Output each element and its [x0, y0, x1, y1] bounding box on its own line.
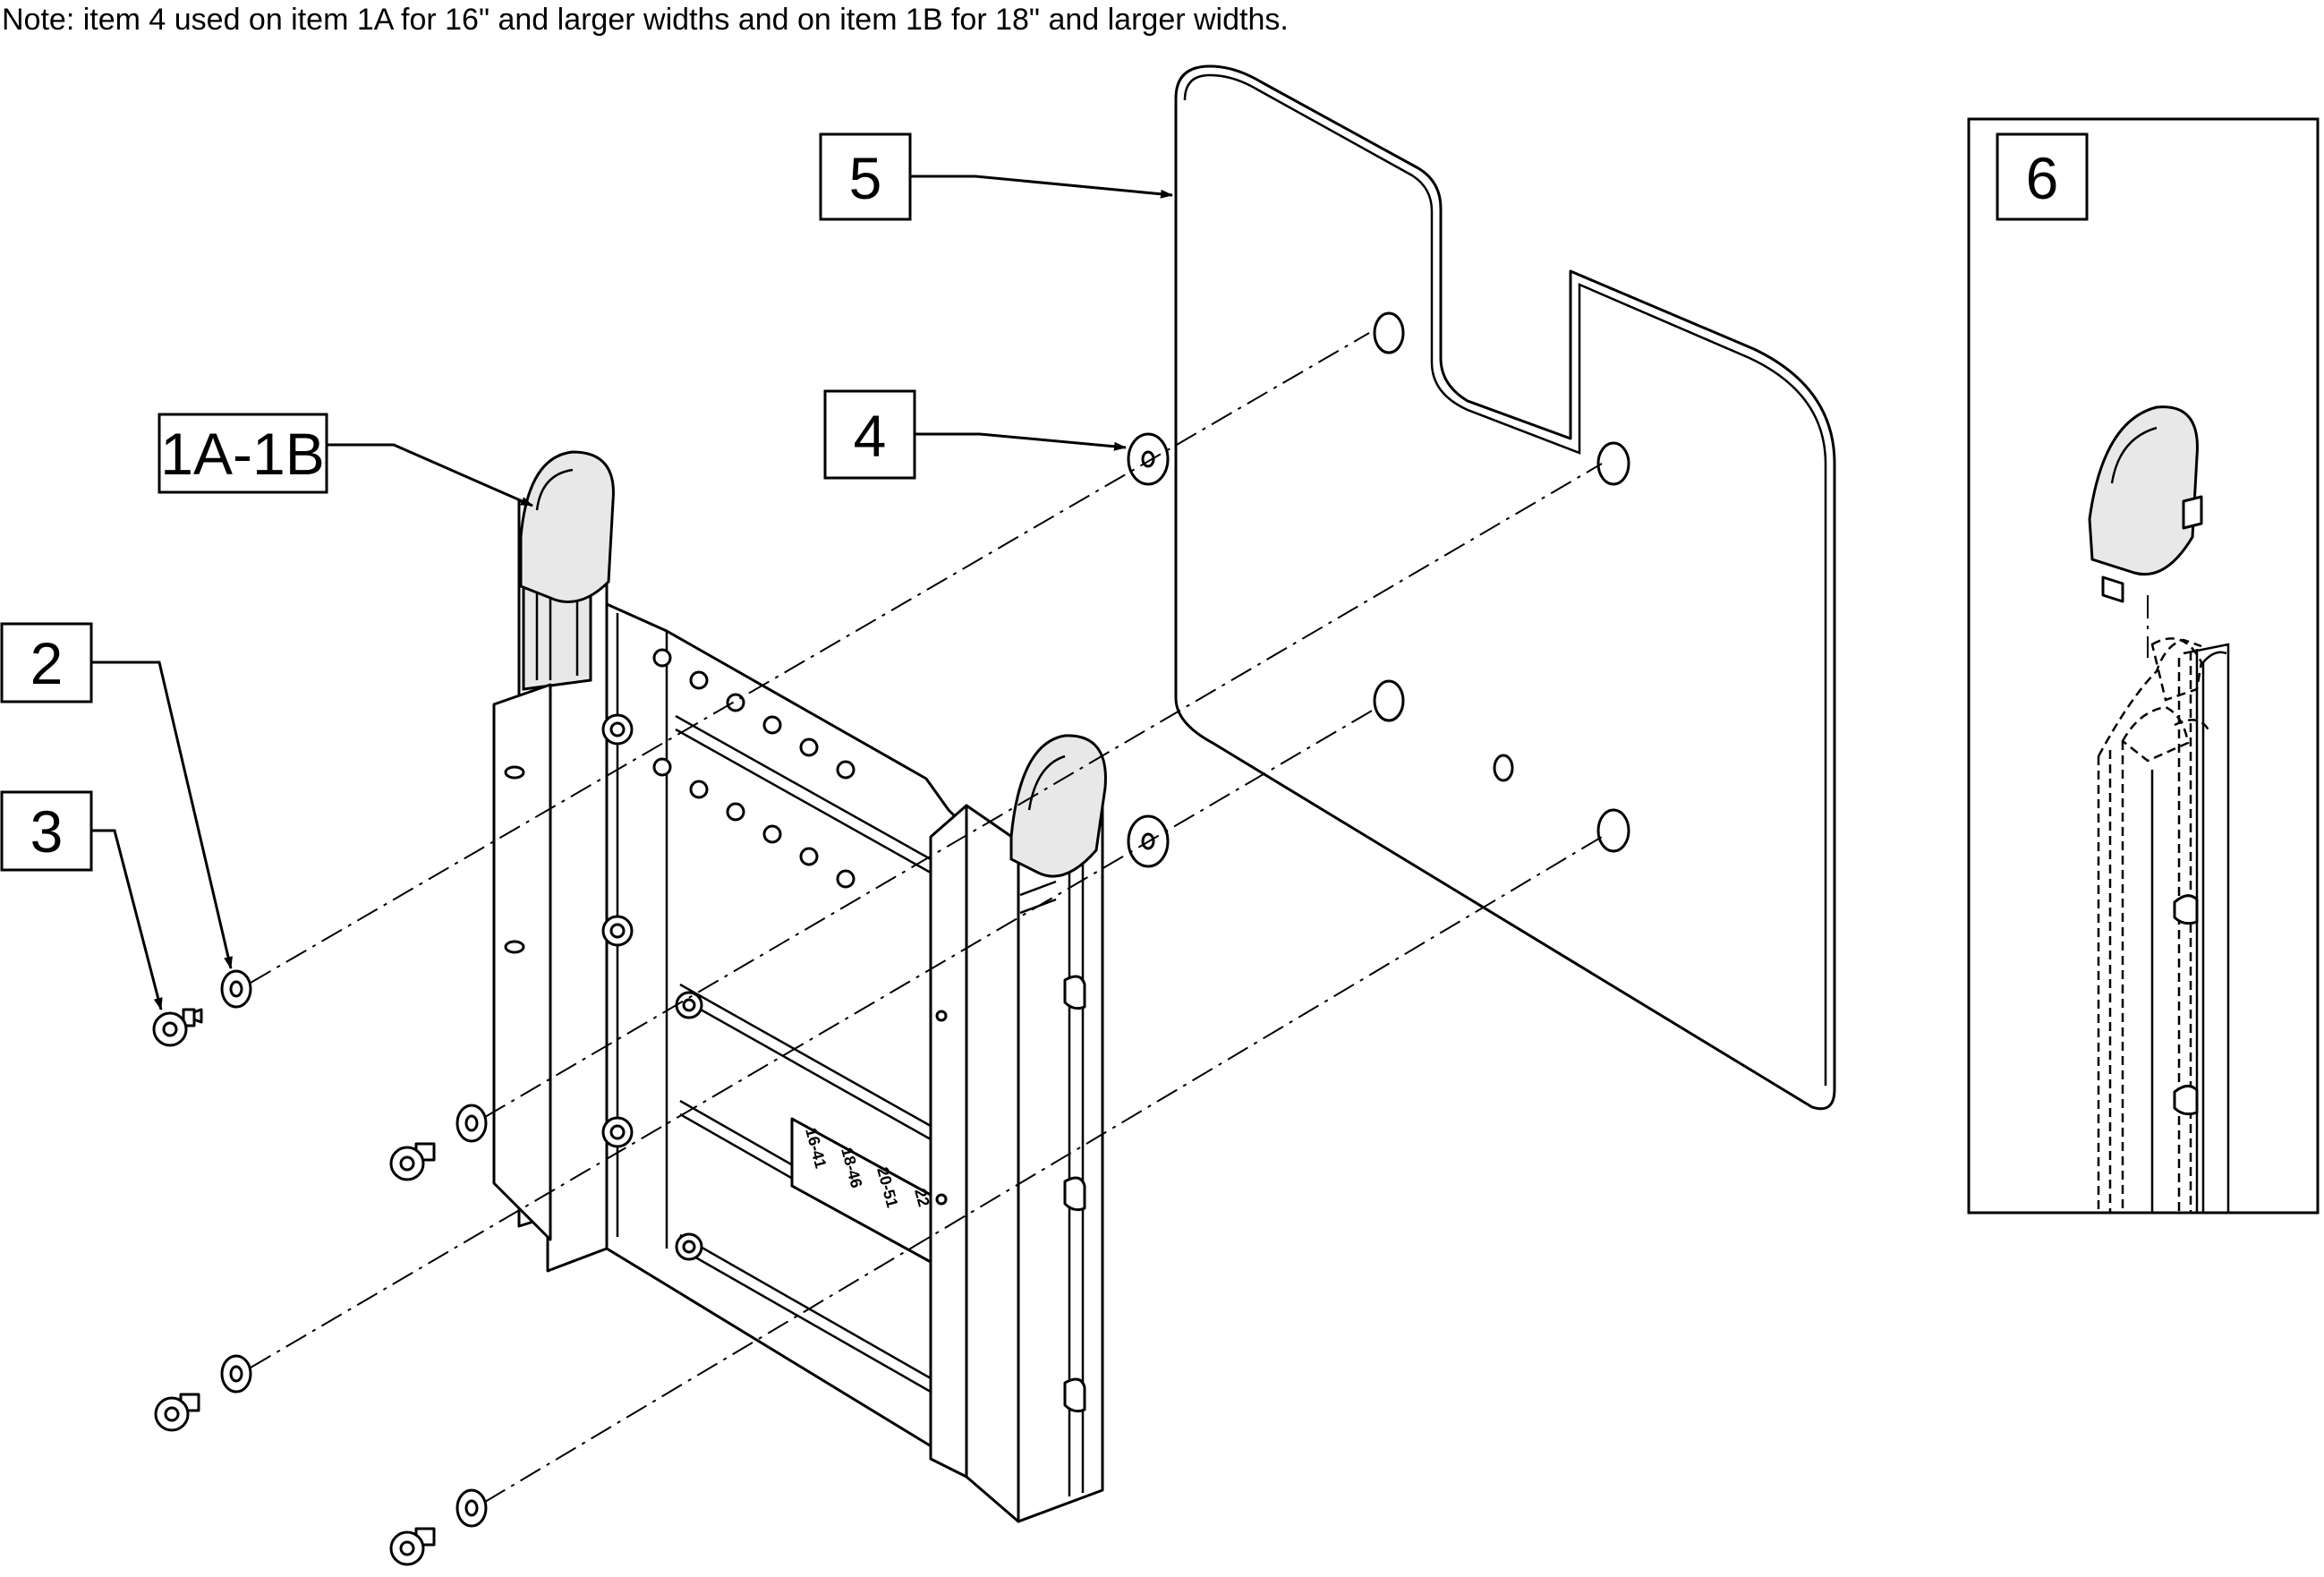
screw-part — [389, 1527, 436, 1566]
post-hidden-detail — [2097, 637, 2230, 1213]
end-cap-detail — [2088, 405, 2203, 658]
screw-part — [389, 1142, 436, 1181]
detail-view-6: 6 — [1967, 117, 2320, 1215]
washer-part — [220, 969, 252, 1009]
screw-washer-set — [152, 969, 252, 1047]
screw-washer-set — [154, 1354, 252, 1432]
back-panel-part — [1174, 64, 1836, 1111]
spacer-washer-part — [1127, 432, 1170, 486]
plate-stud — [601, 1116, 634, 1148]
flange-slot — [504, 940, 525, 954]
screw-washer-set — [389, 1488, 488, 1566]
screw-part — [152, 1008, 203, 1047]
callout-1a-1b: 1A-1B — [157, 413, 533, 507]
svg-text:6: 6 — [2026, 145, 2059, 211]
screw-part — [154, 1393, 200, 1432]
washer-part — [455, 1488, 488, 1528]
svg-text:1A-1B: 1A-1B — [160, 421, 324, 487]
washer-part — [220, 1354, 252, 1394]
post-cap — [519, 450, 615, 603]
post-cap — [1009, 734, 1107, 878]
svg-text:3: 3 — [30, 798, 64, 865]
panel-hole — [1596, 808, 1630, 853]
callout-6 — [1996, 132, 2089, 221]
diagram-note: Note: item 4 used on item 1A for 16" and… — [2, 3, 1289, 37]
callout-4: 4 — [823, 389, 1127, 480]
svg-text:5: 5 — [849, 145, 882, 211]
flange-slot — [504, 765, 525, 780]
panel-hole — [1493, 754, 1514, 782]
callout-3: 3 — [0, 790, 163, 1010]
plate-hole-grid — [652, 648, 856, 889]
callout-2: 2 — [0, 622, 233, 969]
washer-part — [455, 1104, 488, 1143]
bracket-assembly-part: 16-41 18-46 20-51 22 — [492, 450, 1107, 1523]
plate-stud — [675, 1232, 703, 1261]
plate-stud — [675, 991, 703, 1019]
callout-5: 5 — [819, 132, 1173, 221]
panel-hole — [1373, 679, 1405, 722]
svg-text:2: 2 — [30, 630, 64, 696]
plate-stud — [601, 713, 634, 746]
panel-hole — [1596, 441, 1630, 486]
screw-washer-set — [389, 1104, 488, 1181]
assembly-axis-lines — [250, 332, 1603, 1503]
panel-hole — [1373, 311, 1405, 354]
post-notch — [1063, 975, 1086, 1413]
svg-text:4: 4 — [854, 403, 887, 469]
plate-stud — [601, 915, 634, 947]
